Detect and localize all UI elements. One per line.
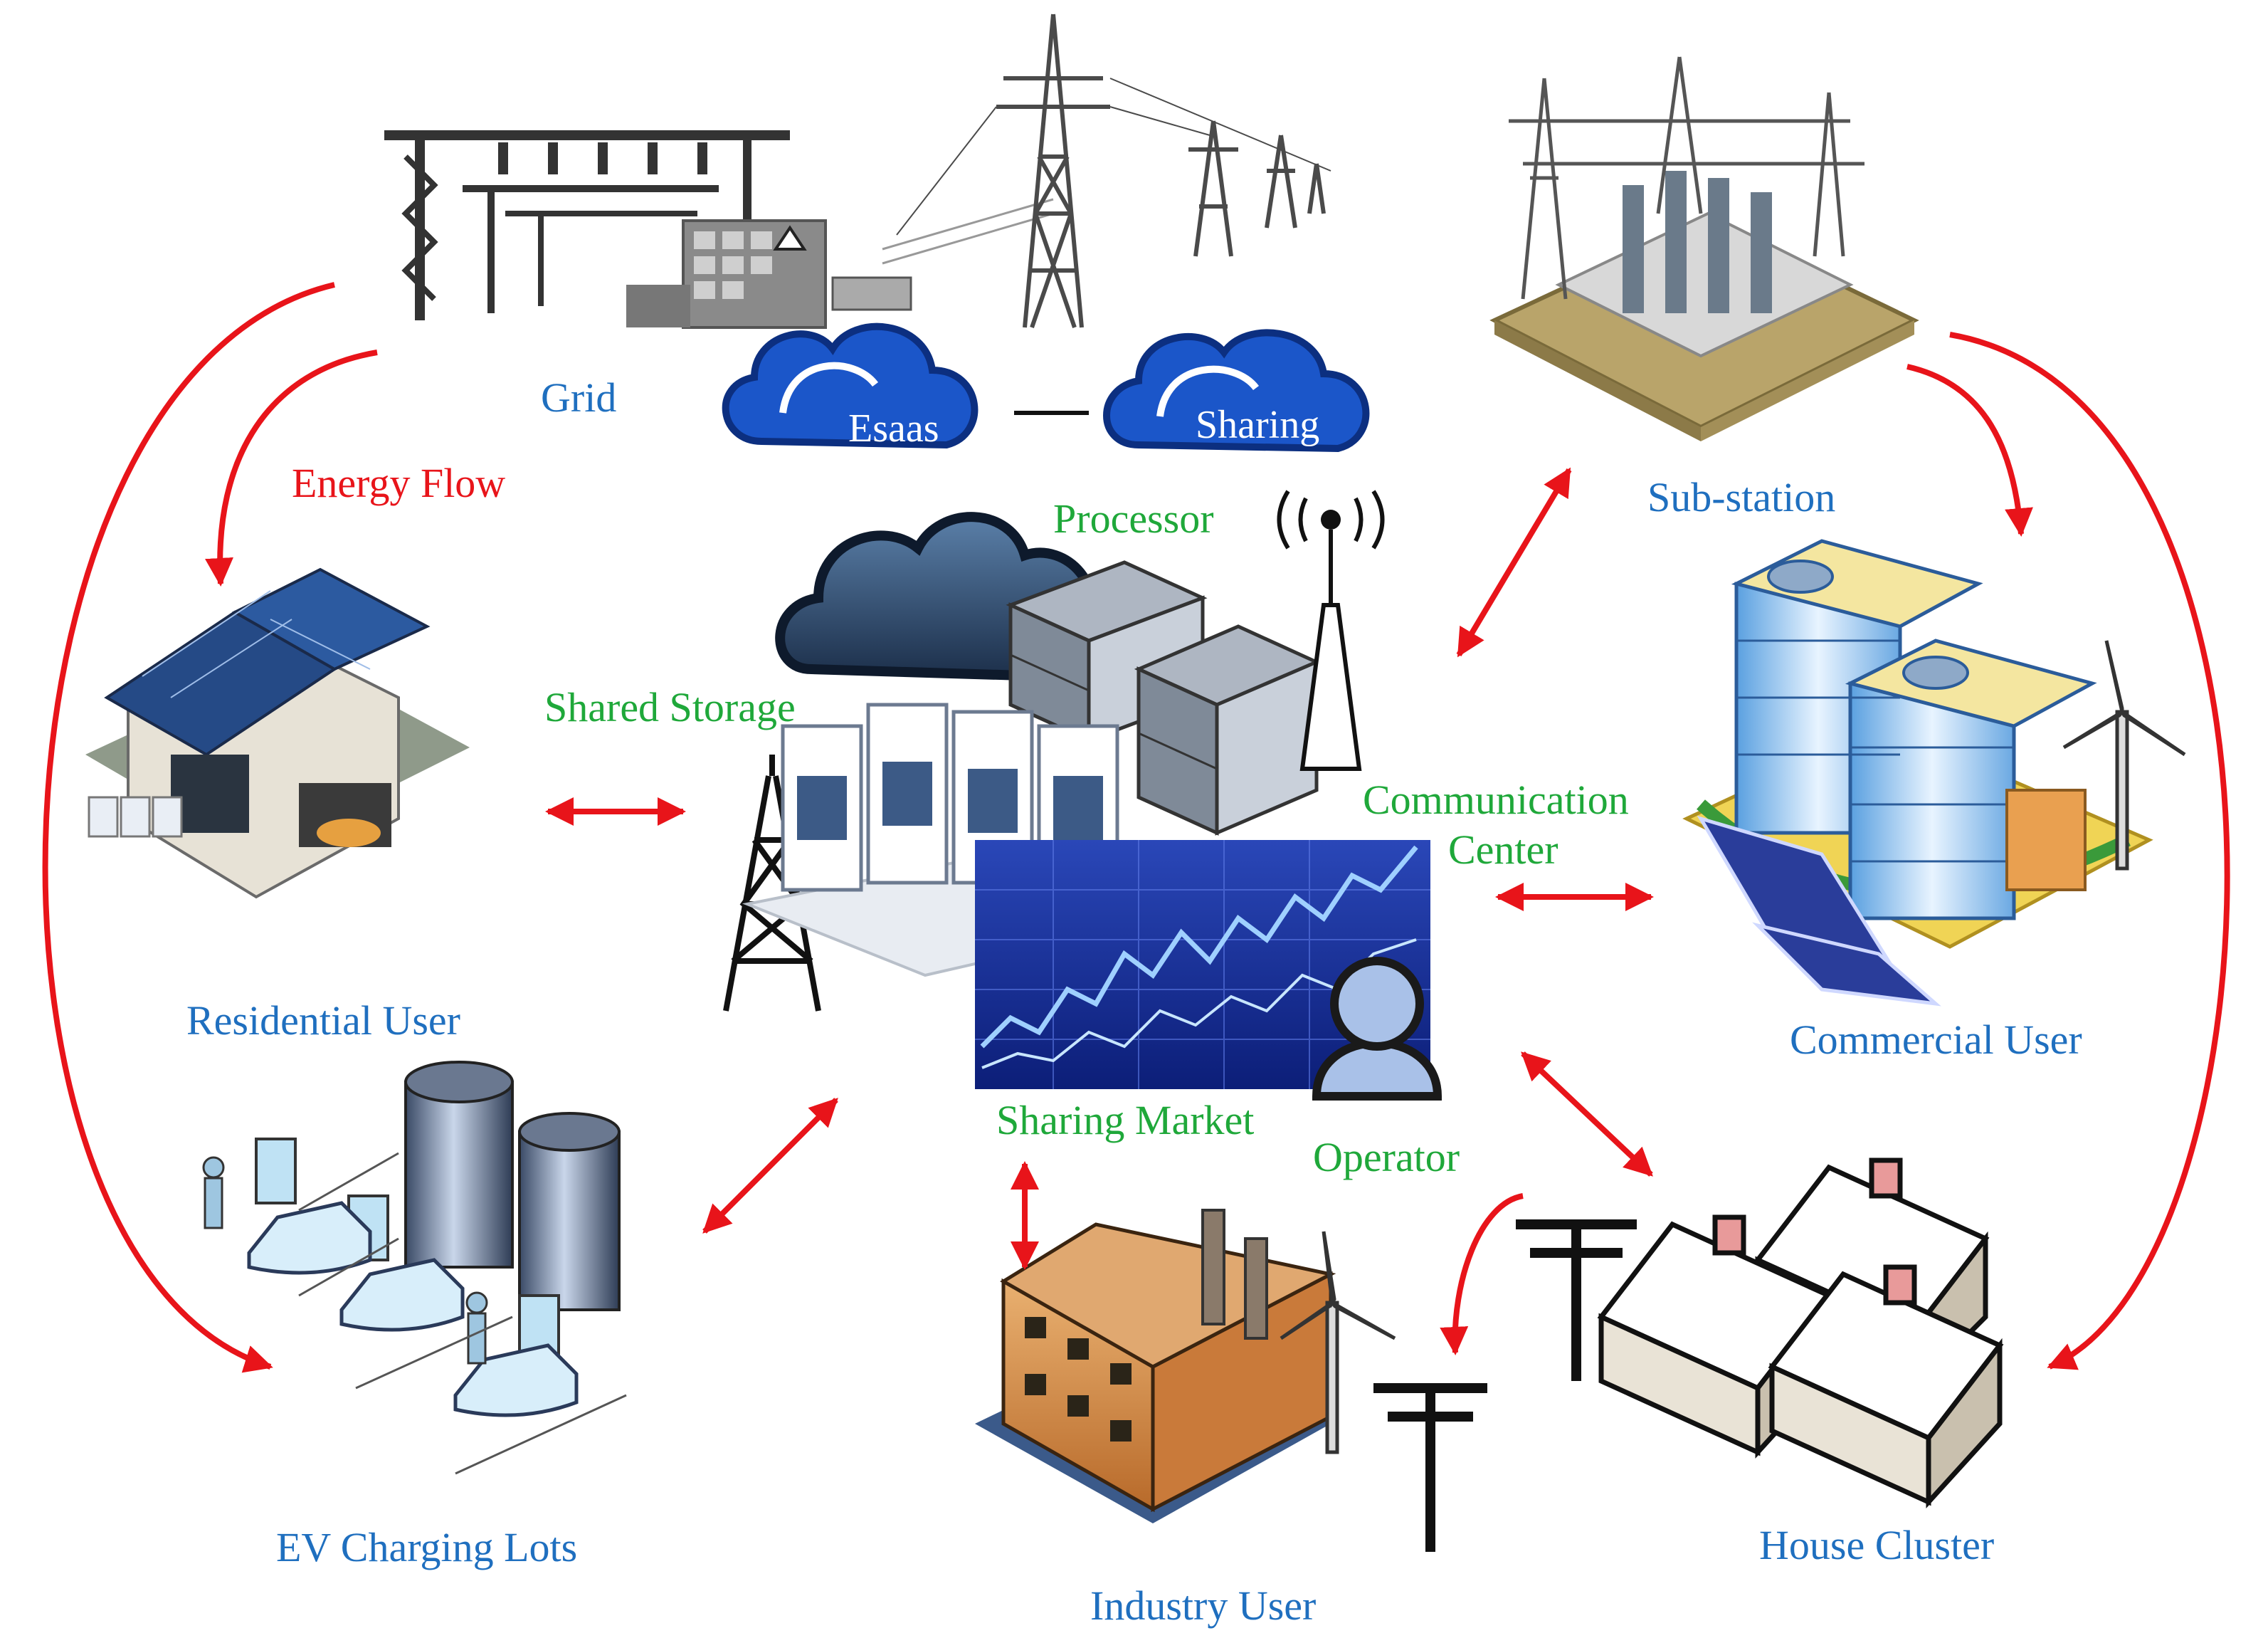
utility-pole-icon [1516,1219,1637,1381]
energy-flow-arrow [205,350,378,587]
operator-icon [1312,957,1442,1101]
cloud-icon [722,322,979,449]
label-commercial-user: Commercial User [1790,1017,2082,1063]
label-sharing: Sharing [1196,403,1320,447]
bidirectional-arrow [702,1098,838,1234]
arrows [42,282,2230,1373]
label-communication-center-line1: Communication [1363,777,1629,823]
house-solar-icon [85,567,470,899]
factory-icon [975,1209,1336,1523]
label-industry-user: Industry User [1090,1582,1317,1629]
cloud-icon [1103,329,1370,453]
label-energy-flow: Energy Flow [292,460,506,506]
label-ev-charging-lots: EV Charging Lots [276,1524,578,1570]
label-sharing-market: Sharing Market [996,1097,1255,1143]
label-processor: Processor [1053,495,1214,542]
server-rack-icon [1006,560,1322,836]
label-house-cluster: House Cluster [1759,1522,1995,1568]
office-building-icon [1682,539,2153,949]
label-substation: Sub-station [1647,474,1836,520]
label-communication-center-line2: Center [1448,826,1558,873]
label-operator: Operator [1313,1134,1460,1180]
house-icon [1597,1157,2004,1509]
label-residential-user: Residential User [186,997,460,1044]
battery-icon [404,1061,621,1311]
wind-turbine-icon [2062,640,2186,871]
person-icon [202,1156,488,1365]
energy-flow-arrow [1440,1193,1524,1355]
solar-panel-icon [1697,815,1941,1007]
wind-turbine-icon [1280,1231,1396,1454]
transmission-tower-icon [896,14,1331,328]
bidirectional-arrow [1456,467,1572,658]
label-grid: Grid [541,374,617,421]
label-shared-storage: Shared Storage [544,684,796,730]
label-esaas: Esaas [848,406,939,451]
energy-flow-arrow [42,282,335,1373]
antenna-icon [1277,490,1385,771]
grid-substation-icon [384,130,1054,329]
bidirectional-arrow [1521,1051,1653,1177]
energy-flow-arrow [1949,332,2230,1370]
energy-flow-arrow [1906,364,2033,537]
utility-pole-icon [1373,1383,1487,1552]
substation-icon [1489,56,1919,441]
